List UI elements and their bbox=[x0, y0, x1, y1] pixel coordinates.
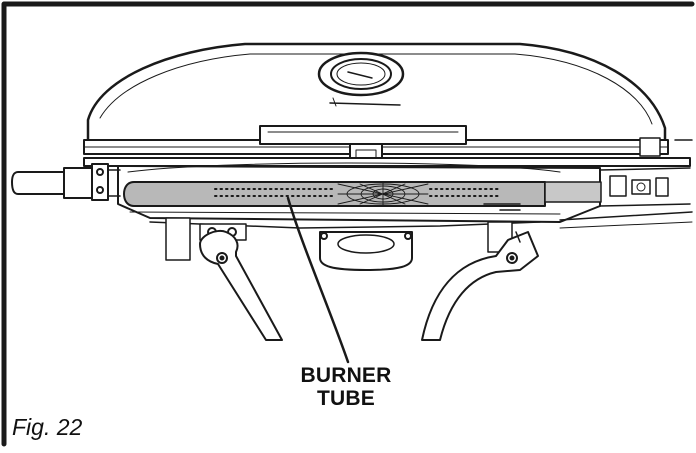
burner-tube bbox=[123, 181, 602, 207]
burner-tube-callout: BURNER TUBE bbox=[286, 364, 406, 410]
callout-leader-line bbox=[286, 196, 350, 364]
control-knob bbox=[11, 163, 121, 201]
spider-web-obstruction bbox=[337, 181, 429, 207]
callout-line-1: BURNER bbox=[300, 364, 392, 387]
callout-line-2: TUBE bbox=[317, 387, 375, 410]
drip-cup bbox=[319, 231, 413, 271]
leg-left bbox=[199, 230, 283, 341]
thermometer-gauge-icon bbox=[317, 51, 405, 97]
leg-right bbox=[421, 231, 539, 341]
right-side-assembly bbox=[559, 137, 693, 229]
figure-label: Fig. 22 bbox=[12, 414, 83, 440]
